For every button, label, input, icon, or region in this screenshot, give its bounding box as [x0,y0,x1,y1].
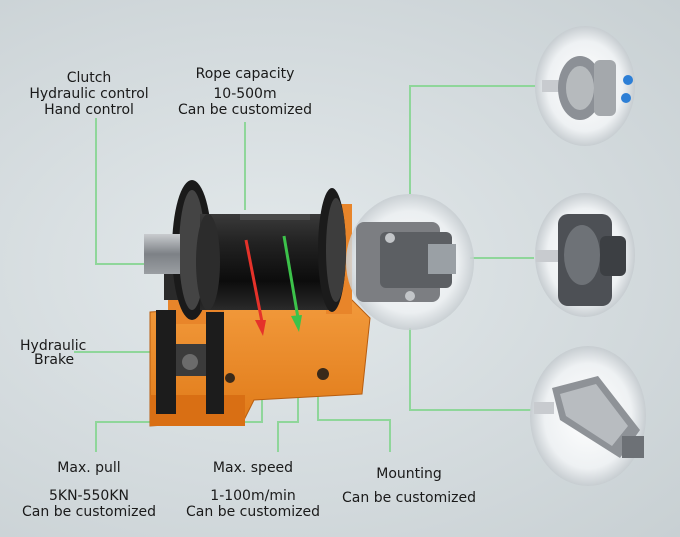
brake-title-line1: Hydraulic [20,338,87,354]
clutch-option-hand: Hand control [44,102,134,118]
mounting-label: Mounting Can be customized [334,466,484,506]
brake-title-line2: Brake [34,352,75,368]
leader-lines [74,85,540,452]
hydraulic-brake-label: Hydraulic Brake [20,338,86,368]
max-speed-value: 1-100m/min [210,488,296,504]
radial-piston-motor-icon [535,26,635,146]
mounting-leader [317,378,391,452]
rope-capacity-label: Rope capacity 10-500m Can be customized [170,66,320,118]
max-pull-title: Max. pull [57,460,121,476]
clutch-label: Clutch Hydraulic control Hand control [14,70,164,118]
rope-arrows [244,235,302,336]
max-pull-value: 5KN-550KN [49,488,129,504]
right-flange [318,188,346,312]
mounting-note: Can be customized [342,490,476,506]
max-pull-note: Can be customized [22,504,156,520]
max-pull-label: Max. pull 5KN-550KN Can be customized [14,460,164,520]
motor1-leader [409,85,540,194]
motor3-leader [409,328,532,411]
axial-piston-motor-icon [530,346,646,486]
max-speed-label: Max. speed 1-100m/min Can be customized [178,460,328,520]
mounting-title: Mounting [376,466,442,482]
rope-capacity-note: Can be customized [178,102,312,118]
rope-capacity-value: 10-500m [213,86,277,102]
clutch-leader [95,118,148,265]
max-speed-title: Max. speed [212,460,294,476]
gearbox-callout [346,194,474,330]
max-speed-note: Can be customized [186,504,320,520]
radial-piston-motor-icon [535,193,635,317]
rope-capacity-title: Rope capacity [195,66,295,82]
drum [196,214,330,310]
clutch-option-hydraulic: Hydraulic control [29,86,149,102]
clutch-title: Clutch [66,70,112,86]
